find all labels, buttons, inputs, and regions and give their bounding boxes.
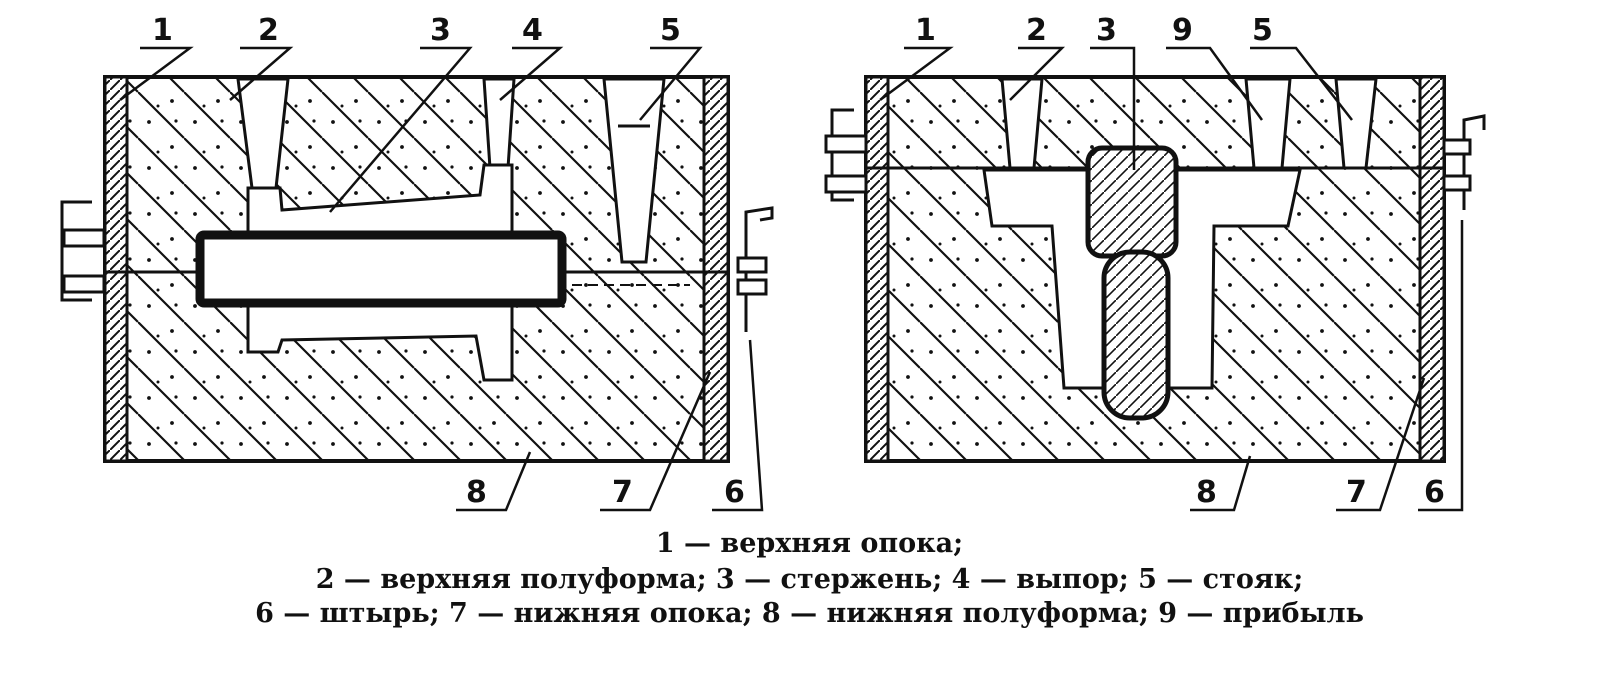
right-flask-wall-left bbox=[864, 75, 890, 463]
caption-line-2: 2 — верхняя полуформа; 3 — стержень; 4 —… bbox=[315, 564, 1304, 595]
caption-line-1: 1 — верхняя опока; bbox=[655, 528, 964, 559]
left-label-1: 1 bbox=[152, 13, 173, 48]
left-flask-wall-right bbox=[702, 75, 730, 463]
right-label-3: 3 bbox=[1096, 13, 1117, 48]
right-sprue-2 bbox=[1000, 77, 1044, 170]
right-core-shaft-3 bbox=[1101, 249, 1171, 421]
right-pin-6 bbox=[1442, 114, 1486, 210]
left-label-3: 3 bbox=[430, 13, 451, 48]
right-mold: 1 2 3 9 5 6 7 8 bbox=[824, 13, 1486, 512]
left-flask-wall-left bbox=[103, 75, 129, 463]
right-leaders bbox=[879, 46, 1464, 512]
right-label-9: 9 bbox=[1172, 13, 1193, 48]
left-label-2: 2 bbox=[258, 13, 279, 48]
caption-line-3: 6 — штырь; 7 — нижняя опока; 8 — нижняя … bbox=[255, 598, 1364, 629]
right-core-head bbox=[1085, 145, 1179, 259]
left-mold: 1 2 3 4 5 6 7 8 bbox=[60, 13, 774, 512]
left-lug bbox=[60, 200, 106, 302]
left-numbers: 1 2 3 4 5 6 7 8 bbox=[152, 13, 745, 510]
right-lug-left bbox=[824, 108, 868, 202]
right-flask-wall-right bbox=[1418, 75, 1446, 463]
left-leaders bbox=[119, 46, 764, 512]
right-label-2: 2 bbox=[1026, 13, 1047, 48]
right-label-8: 8 bbox=[1196, 475, 1217, 510]
right-label-7: 7 bbox=[1346, 475, 1367, 510]
left-core-3 bbox=[195, 230, 567, 308]
right-label-1: 1 bbox=[915, 13, 936, 48]
left-pin-6 bbox=[736, 206, 774, 332]
right-label-6: 6 bbox=[1424, 475, 1445, 510]
right-riser-5 bbox=[1334, 77, 1378, 170]
right-label-5: 5 bbox=[1252, 13, 1273, 48]
right-numbers: 1 2 3 9 5 6 7 8 bbox=[915, 13, 1445, 510]
left-label-5: 5 bbox=[660, 13, 681, 48]
left-label-7: 7 bbox=[612, 475, 633, 510]
left-label-8: 8 bbox=[466, 475, 487, 510]
left-label-4: 4 bbox=[522, 13, 543, 48]
right-riser-9 bbox=[1244, 77, 1292, 170]
left-label-6: 6 bbox=[724, 475, 745, 510]
